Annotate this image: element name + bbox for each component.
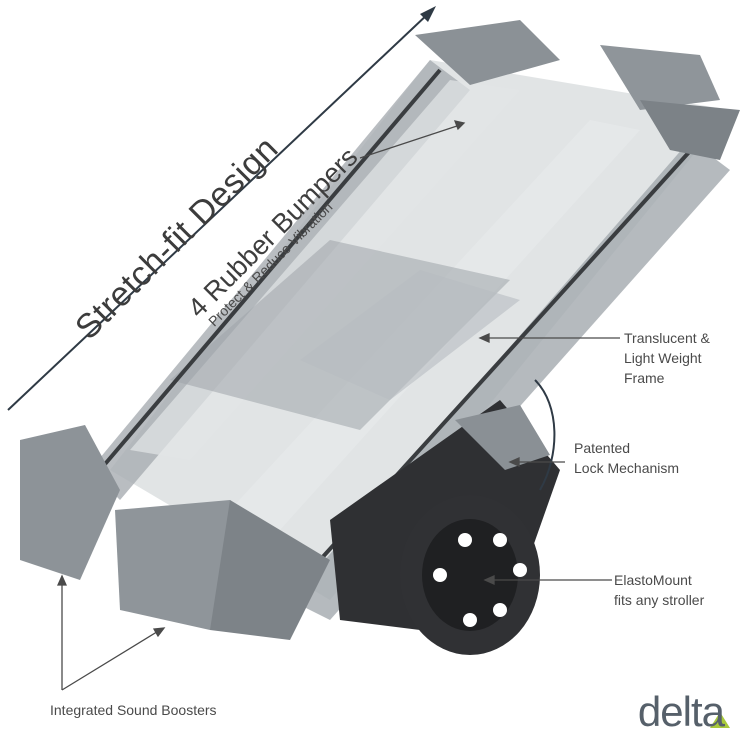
brand-logo: delta [637,688,725,735]
mount-callout: ElastoMount fits any stroller [614,570,704,610]
lock-callout-line: Patented [574,440,631,456]
lock-mechanism [455,379,556,491]
frame-callout-line: Translucent & [624,330,710,346]
brand-accent-icon [710,712,730,728]
sound-callout: Integrated Sound Boosters [50,702,217,718]
mount-callout-line: fits any stroller [614,592,705,608]
stretch-arrow [7,6,436,411]
frame-callout: Translucent & Light Weight Frame [624,328,710,388]
lock-callout: Patented Lock Mechanism [574,438,679,478]
top-bumpers [415,20,740,160]
frame-callout-line: Frame [624,370,665,386]
frame-callout-line: Light Weight [624,350,702,366]
lock-callout-line: Lock Mechanism [574,460,680,476]
phone-holder-frame [90,60,730,620]
bottom-bumpers [20,425,330,640]
mount-callout-line: ElastoMount [614,572,692,588]
callout-lines [56,120,620,691]
